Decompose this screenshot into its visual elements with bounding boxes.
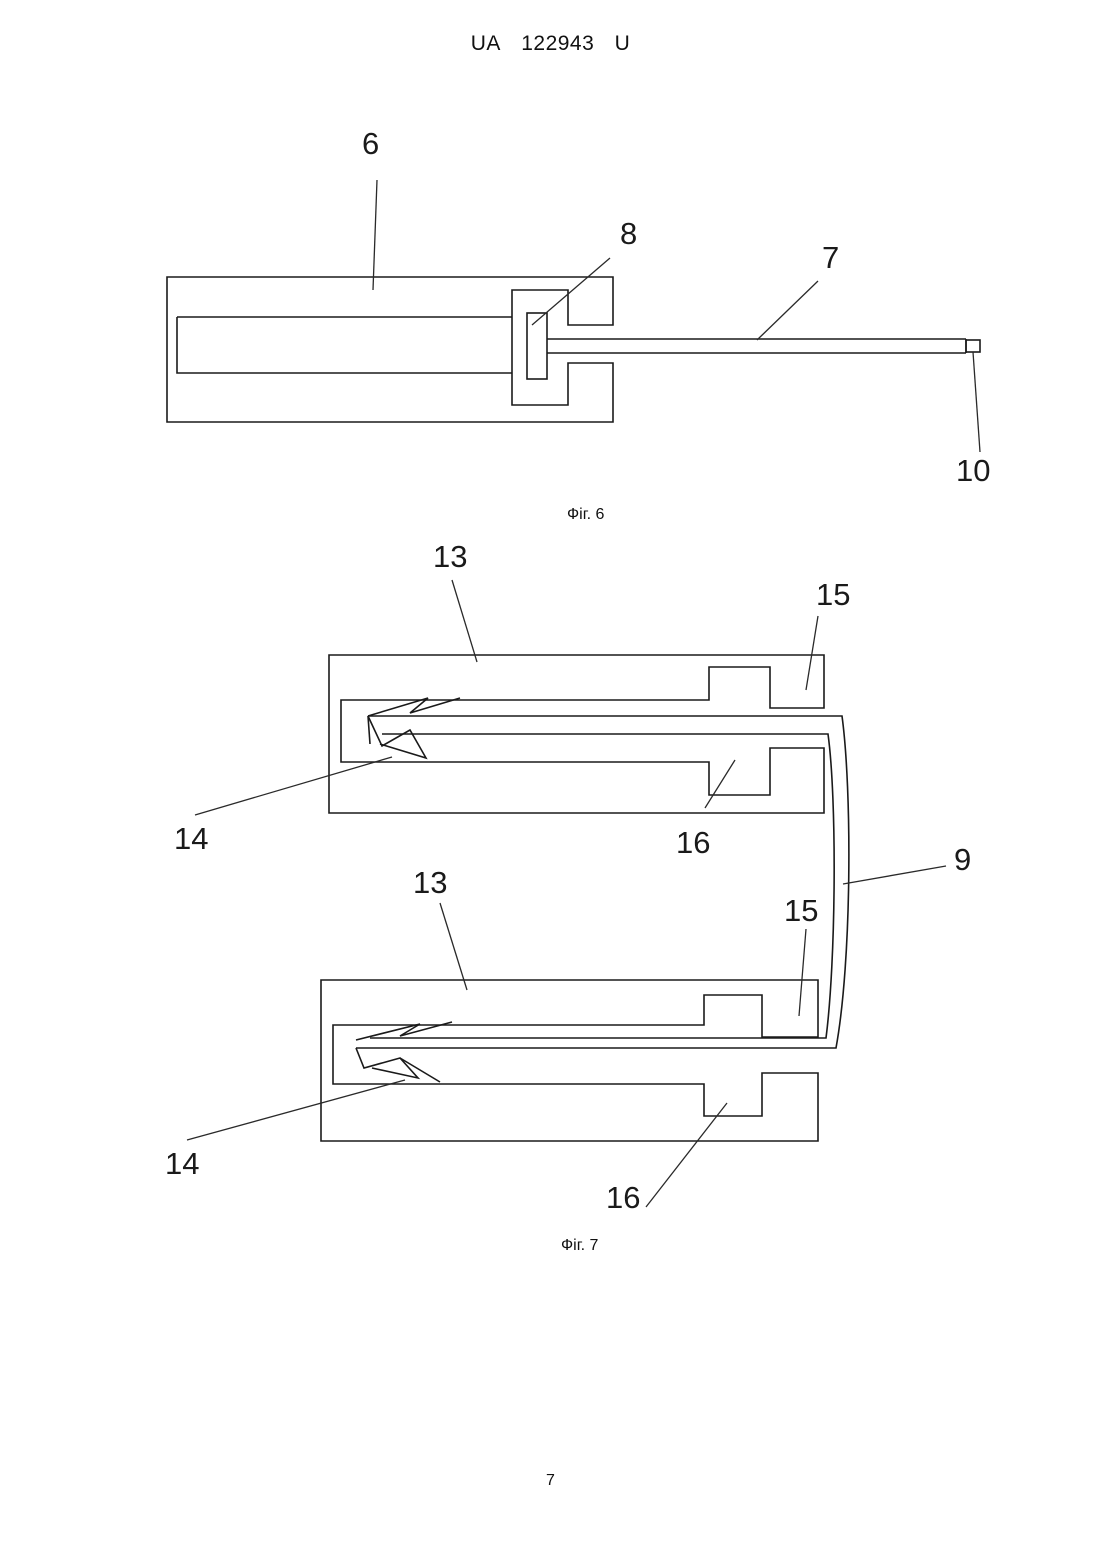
label-15-lower: 15 (784, 893, 818, 928)
label-8: 8 (620, 216, 637, 251)
label-7: 7 (822, 240, 839, 275)
label-6: 6 (362, 126, 379, 161)
rod-7 (547, 339, 966, 353)
piston-8 (527, 313, 547, 379)
figure-6-caption: Фіг. 6 (567, 506, 604, 524)
leader-lines-fig7 (187, 580, 946, 1207)
label-13-lower: 13 (413, 865, 447, 900)
label-10: 10 (956, 453, 990, 488)
label-9: 9 (954, 842, 971, 877)
label-16-lower: 16 (606, 1180, 640, 1215)
leader-lines-fig6 (373, 180, 980, 452)
needle-14-lower (356, 1022, 452, 1082)
housing-13-lower (321, 980, 818, 1141)
page-number: 7 (0, 1472, 1101, 1490)
label-14-upper: 14 (174, 821, 208, 856)
figure-6: 6 8 7 10 (167, 126, 990, 488)
housing-6 (167, 277, 613, 422)
label-14-lower: 14 (165, 1146, 199, 1181)
figure-7: 13 15 14 16 9 13 15 14 16 (165, 539, 971, 1215)
label-16-upper: 16 (676, 825, 710, 860)
needle-14-upper (368, 698, 460, 758)
tip-10 (966, 340, 980, 352)
label-15-upper: 15 (816, 577, 850, 612)
label-13-upper: 13 (433, 539, 467, 574)
figure-7-caption: Фіг. 7 (561, 1237, 598, 1255)
cavity (177, 317, 512, 373)
